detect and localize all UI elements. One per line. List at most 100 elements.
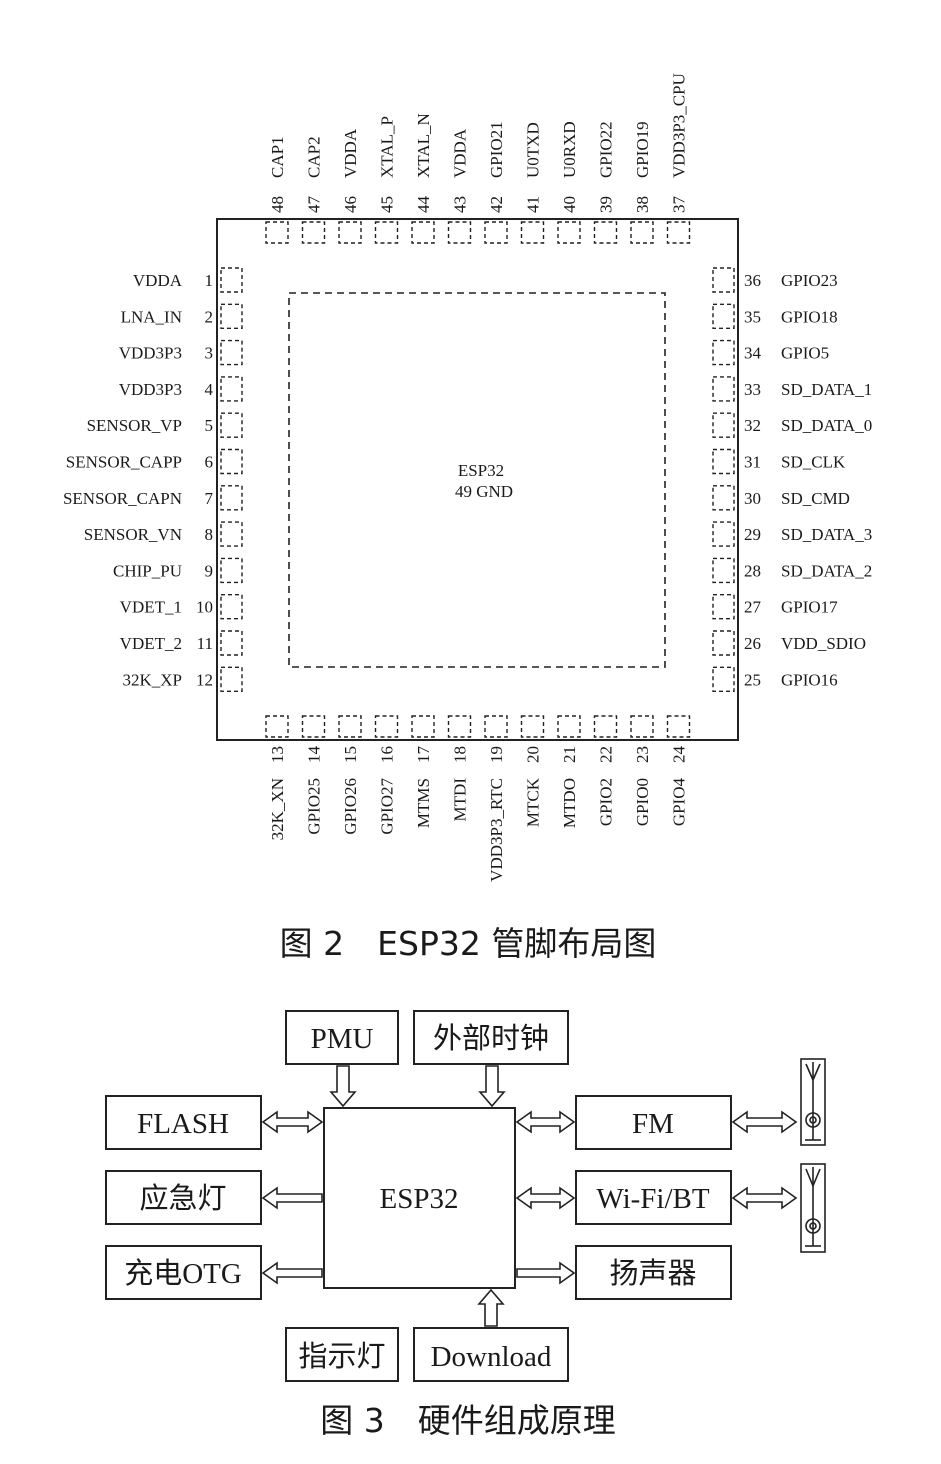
pin-name-31: SD_CLK	[781, 453, 846, 472]
pin-number-6: 6	[205, 453, 214, 472]
pin-name-5: SENSOR_VP	[87, 416, 182, 435]
pin-pad-27	[712, 594, 735, 620]
bottom-pin-group: 1332K_XN14GPIO2515GPIO2616GPIO2717MTMS18…	[265, 715, 691, 882]
pin-name-9: CHIP_PU	[113, 561, 182, 580]
pin-pad-39	[593, 221, 618, 244]
pin-pad-12	[220, 666, 243, 692]
pin-name-42: GPIO21	[487, 121, 506, 178]
pin-pad-7	[220, 485, 243, 511]
pin-name-20: MTCK	[524, 777, 543, 827]
pin-pad-20	[520, 715, 545, 738]
pin-number-14: 14	[305, 746, 324, 764]
figure2-caption: 图 2 ESP32 管脚布局图	[280, 924, 657, 963]
download-block	[413, 1327, 569, 1382]
left-pin-group: 1VDDA2LNA_IN3VDD3P34VDD3P35SENSOR_VP6SEN…	[63, 267, 243, 692]
pin-number-20: 20	[524, 746, 543, 763]
gnd-pin-label: 49 GND	[455, 482, 513, 501]
pin-pad-24	[666, 715, 691, 738]
external-clock-block	[413, 1010, 569, 1065]
pin-number-43: 43	[451, 196, 470, 213]
pin-number-18: 18	[451, 746, 470, 763]
pin-number-27: 27	[744, 598, 762, 617]
pin-pad-18	[447, 715, 472, 738]
pin-number-15: 15	[341, 746, 360, 763]
pin-name-47: CAP2	[305, 136, 324, 178]
hardware-block-figure: ESP32 PMU 外部时钟 FLASH 应急灯 充电OTG FM Wi-Fi/…	[105, 1010, 826, 1440]
pin-name-35: GPIO18	[781, 307, 838, 326]
pin-name-10: VDET_1	[120, 598, 182, 617]
pin-pad-35	[712, 303, 735, 329]
fm-antenna-icon	[800, 1058, 826, 1146]
pin-number-40: 40	[560, 196, 579, 213]
pin-name-43: VDDA	[451, 128, 470, 178]
pin-name-16: GPIO27	[378, 778, 397, 835]
pin-name-24: GPIO4	[670, 778, 689, 827]
flash-label: FLASH	[137, 1108, 229, 1140]
connection-arrows	[261, 1065, 798, 1327]
pin-number-13: 13	[268, 746, 287, 763]
chip-label: ESP32	[458, 461, 504, 480]
pin-name-6: SENSOR_CAPP	[66, 453, 182, 472]
pin-name-4: VDD3P3	[119, 380, 182, 399]
pin-number-12: 12	[196, 670, 213, 689]
pin-number-36: 36	[744, 271, 761, 290]
pin-number-35: 35	[744, 307, 761, 326]
pin-pad-11	[220, 630, 243, 656]
pin-name-8: SENSOR_VN	[84, 525, 182, 544]
pin-number-19: 19	[487, 746, 506, 763]
pin-pad-4	[220, 376, 243, 402]
pin-number-32: 32	[744, 416, 761, 435]
pin-number-22: 22	[597, 746, 616, 763]
pin-name-23: GPIO0	[633, 778, 652, 826]
pin-pad-16	[374, 715, 399, 738]
indicator-block	[285, 1327, 399, 1382]
esp32-block-label: ESP32	[380, 1183, 459, 1215]
pin-pad-21	[557, 715, 581, 738]
pin-pad-30	[712, 485, 735, 511]
pin-pad-26	[712, 630, 735, 656]
pin-name-32: SD_DATA_0	[781, 416, 872, 435]
pmu-arrow	[329, 1065, 357, 1108]
pin-number-47: 47	[305, 196, 324, 214]
pin-number-25: 25	[744, 670, 761, 689]
pin-pad-13	[265, 715, 289, 738]
pin-number-38: 38	[633, 196, 652, 213]
pin-name-48: CAP1	[268, 136, 287, 178]
pin-number-41: 41	[524, 196, 543, 213]
pin-pad-3	[220, 339, 243, 366]
emergency-light-block	[105, 1170, 262, 1225]
pin-name-19: VDD3P3_RTC	[487, 778, 506, 882]
pin-number-31: 31	[744, 453, 761, 472]
flash-block	[105, 1095, 262, 1150]
pin-pad-44	[411, 221, 435, 244]
pin-name-14: GPIO25	[305, 778, 324, 835]
pin-name-37: VDD3P3_CPU	[670, 73, 689, 178]
pin-number-39: 39	[597, 196, 616, 213]
flash-arrow	[261, 1110, 324, 1134]
pin-pad-6	[220, 448, 243, 475]
wifi-bt-arrow	[515, 1186, 576, 1210]
speaker-block	[575, 1245, 732, 1300]
pin-number-33: 33	[744, 380, 761, 399]
fm-label: FM	[632, 1108, 674, 1140]
pin-pad-37	[666, 221, 691, 244]
pin-number-4: 4	[205, 380, 214, 399]
speaker-arrow	[516, 1261, 576, 1285]
pin-pad-31	[712, 448, 735, 475]
pin-number-24: 24	[670, 746, 689, 764]
pin-number-11: 11	[197, 634, 213, 653]
pin-pad-2	[220, 303, 243, 329]
pin-pad-15	[338, 715, 362, 738]
pin-pad-1	[220, 267, 243, 293]
pin-number-29: 29	[744, 525, 761, 544]
pin-pad-38	[630, 221, 654, 244]
fm-arrow	[515, 1110, 576, 1134]
pin-number-21: 21	[560, 746, 579, 763]
pin-number-5: 5	[205, 416, 214, 435]
pin-name-46: VDDA	[341, 128, 360, 178]
pin-number-16: 16	[378, 746, 397, 763]
pin-pad-34	[712, 339, 735, 366]
ground-pad	[288, 292, 666, 668]
pin-number-46: 46	[341, 196, 360, 213]
pin-pad-5	[220, 412, 243, 438]
